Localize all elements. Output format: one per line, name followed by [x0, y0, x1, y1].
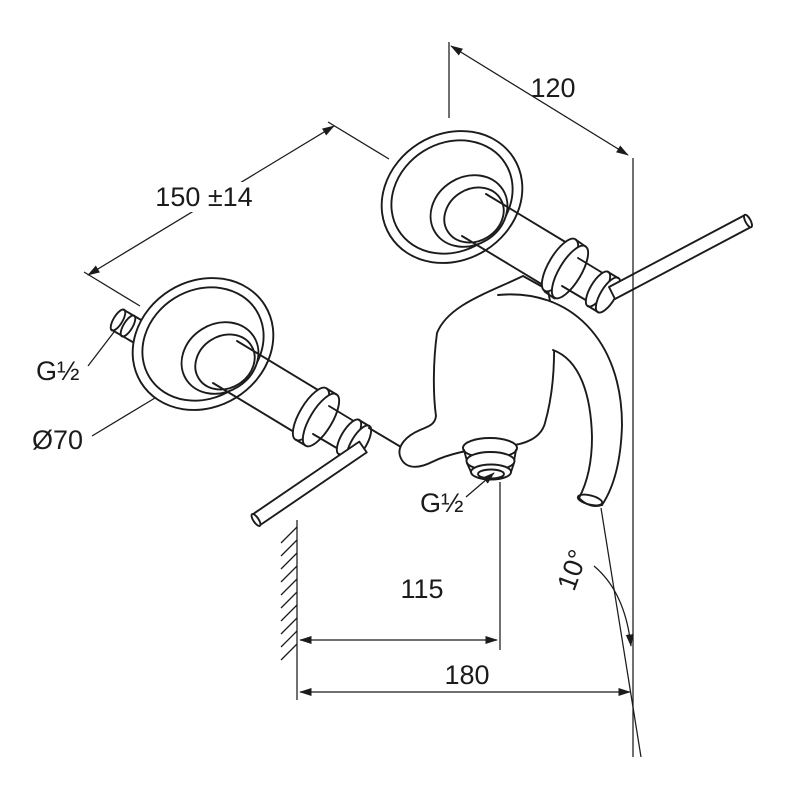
left-valve-body [212, 340, 407, 462]
dimension-150: 150 ±14 [83, 121, 390, 307]
dim-180-label: 180 [444, 660, 489, 690]
left-lever-handle [250, 440, 368, 527]
dimension-115: 115 [299, 482, 501, 650]
left-wall-flange [131, 277, 275, 411]
thread-outlet-label: G½ [420, 488, 464, 518]
thread-left-label: G½ [36, 356, 80, 386]
dim-120-label: 120 [530, 73, 575, 103]
bottom-outlet [462, 437, 518, 481]
wall-reference-line [280, 520, 298, 700]
diameter-label: Ø70 [32, 425, 83, 455]
label-diameter: Ø70 [32, 397, 156, 455]
angle-label: 10° [551, 546, 593, 595]
dim-150-label: 150 ±14 [155, 182, 252, 212]
right-wall-flange [380, 130, 573, 289]
dim-115-label: 115 [400, 574, 443, 604]
dimension-angle: 10° [551, 507, 642, 758]
label-thread-left: G½ [36, 331, 115, 386]
dimension-180: 180 [299, 660, 631, 696]
dimension-120: 120 [448, 42, 634, 757]
spout [497, 293, 623, 508]
label-thread-outlet: G½ [420, 472, 495, 518]
right-lever-handle [608, 213, 753, 300]
